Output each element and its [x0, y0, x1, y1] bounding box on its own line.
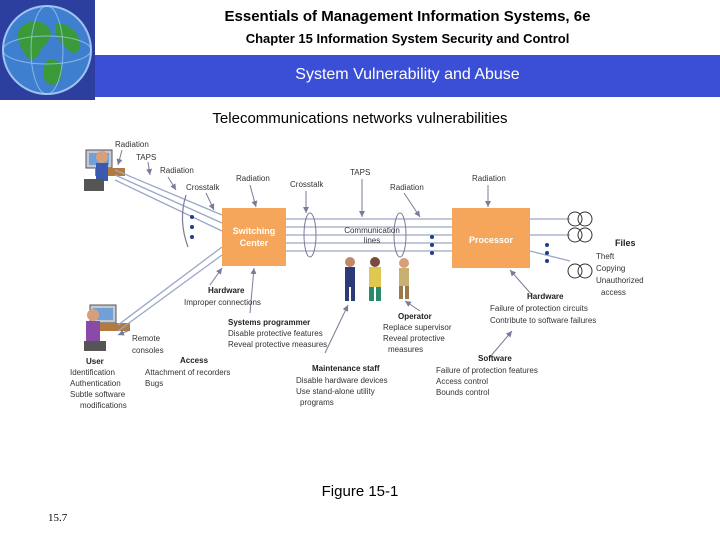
files-threat-4: access: [601, 288, 626, 297]
files-threat-2: Copying: [596, 264, 625, 273]
operator-item-2: Reveal protective: [383, 334, 445, 343]
user-item-2: Authentication: [70, 379, 121, 388]
figure-caption: Figure 15-1: [321, 483, 399, 500]
page-number: 15.7: [48, 512, 68, 524]
network-vulnerability-diagram: Switching Center Communication lines Pro…: [70, 140, 644, 410]
slide-header: Essentials of Management Information Sys…: [0, 0, 720, 100]
communication-lines: [286, 218, 452, 252]
globe-icon: [0, 0, 95, 100]
file-reels-icon: [567, 211, 593, 279]
systems-programmer-item-2: Reveal protective measures: [228, 340, 327, 349]
radiation-label-1: Radiation: [115, 140, 149, 149]
crosstalk-label-2: Crosstalk: [290, 180, 324, 189]
hardware-right-item-1: Failure of protection circuits: [490, 304, 588, 313]
processor-file-lines: [529, 218, 571, 262]
files-threat-1: Theft: [596, 252, 615, 261]
switching-center-label-1: Switching: [233, 226, 276, 236]
hardware-right-item-2: Contribute to software failures: [490, 316, 596, 325]
user-item-4: modifications: [80, 401, 127, 410]
tap-coil-left: [303, 212, 317, 258]
access-item-1: Attachment of recorders: [145, 368, 230, 377]
radiation-label-5: Radiation: [472, 174, 506, 183]
user-item-3: Subtle software: [70, 390, 126, 399]
systems-programmer-title: Systems programmer: [228, 318, 310, 327]
software-item-1: Failure of protection features: [436, 366, 538, 375]
bottom-arrows: [117, 267, 533, 358]
operator-title: Operator: [398, 312, 432, 321]
hardware-left-item: Improper connections: [184, 298, 261, 307]
radiation-label-3: Radiation: [236, 174, 270, 183]
section-band: [95, 55, 720, 97]
operator-item-3: measures: [388, 345, 423, 354]
workstation-bottom-icon: [84, 304, 130, 351]
access-item-2: Bugs: [145, 379, 163, 388]
taps-label-2: TAPS: [350, 168, 370, 177]
maintenance-staff-item-3: programs: [300, 398, 334, 407]
title-band: [95, 0, 720, 55]
chapter-title: Chapter 15 Information System Security a…: [245, 31, 570, 46]
maintenance-staff-item-1: Disable hardware devices: [296, 376, 388, 385]
tap-coil-right: [393, 212, 407, 258]
switching-center-label-2: Center: [240, 238, 269, 248]
software-item-3: Bounds control: [436, 388, 490, 397]
maintenance-staff-item-2: Use stand-alone utility: [296, 387, 375, 396]
processor-box: [452, 208, 530, 268]
people-figures-icon: [345, 257, 409, 301]
radiation-label-2: Radiation: [160, 166, 194, 175]
dots-left: [190, 215, 194, 239]
hardware-left-title: Hardware: [208, 286, 245, 295]
systems-programmer-item-1: Disable protective features: [228, 329, 323, 338]
slide-subtitle: Telecommunications networks vulnerabilit…: [212, 110, 508, 127]
dots-right: [545, 243, 549, 263]
communication-lines-label-2: lines: [364, 236, 380, 245]
access-title: Access: [180, 356, 209, 365]
left-connection-lines: [114, 169, 223, 332]
software-item-2: Access control: [436, 377, 488, 386]
processor-label: Processor: [469, 235, 514, 245]
switching-center-box: [222, 208, 286, 266]
remote-consoles-label-2: consoles: [132, 346, 164, 355]
files-label: Files: [615, 238, 636, 248]
dots-middle: [430, 235, 434, 255]
user-item-1: Identification: [70, 368, 115, 377]
top-arrows: [116, 149, 491, 218]
user-title: User: [86, 357, 104, 366]
crosstalk-label-1: Crosstalk: [186, 183, 220, 192]
maintenance-staff-title: Maintenance staff: [312, 364, 380, 373]
files-threat-3: Unauthorized: [596, 276, 644, 285]
section-title: System Vulnerability and Abuse: [295, 66, 520, 83]
hardware-right-title: Hardware: [527, 292, 564, 301]
bracket-left: [181, 194, 189, 248]
communication-lines-label-1: Communication: [344, 226, 400, 235]
globe-logo: [0, 0, 95, 100]
taps-label-1: TAPS: [136, 153, 156, 162]
operator-item-1: Replace supervisor: [383, 323, 452, 332]
radiation-label-4: Radiation: [390, 183, 424, 192]
remote-consoles-label-1: Remote: [132, 334, 161, 343]
software-title: Software: [478, 354, 512, 363]
workstation-top-icon: [84, 149, 125, 191]
book-title: Essentials of Management Information Sys…: [224, 8, 591, 25]
